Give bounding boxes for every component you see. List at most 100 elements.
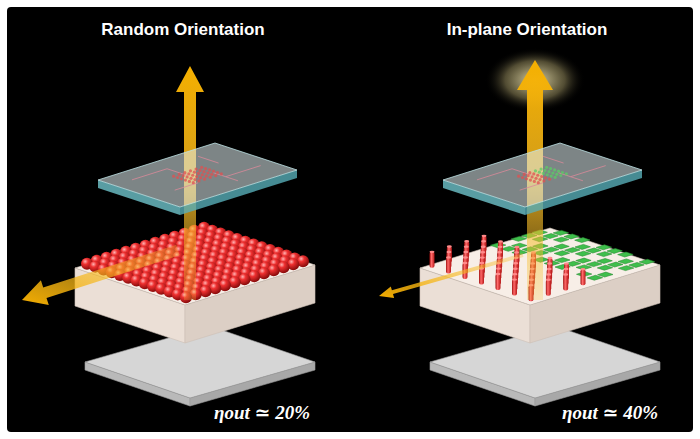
pixel-dot — [538, 171, 541, 174]
oriented-emitter — [446, 257, 451, 273]
oriented-emitter-top — [479, 262, 484, 264]
pixel-dot — [199, 176, 202, 179]
oriented-emitter-top — [513, 268, 518, 270]
oriented-emitter-tile — [597, 259, 612, 264]
oriented-emitter-tile — [544, 247, 559, 252]
pixel-dot — [561, 171, 564, 174]
oriented-emitter-tile — [629, 263, 644, 268]
pixel-dot — [205, 174, 208, 177]
oriented-emitter-tile — [596, 245, 611, 250]
pixel-dot — [547, 170, 550, 173]
waveguide-loss-arrow — [22, 245, 180, 305]
oriented-emitter-tile — [554, 244, 569, 249]
pixel-dot — [517, 175, 520, 178]
pixel-dot — [540, 175, 543, 178]
pixel-dot — [180, 177, 183, 180]
oriented-emitter-tile — [543, 234, 558, 239]
oriented-emitter-tile — [618, 266, 633, 271]
pixel-dot — [214, 174, 217, 177]
oriented-emitter-tile — [575, 238, 590, 243]
oriented-emitter-top — [564, 268, 569, 270]
pixel-dot — [532, 172, 535, 175]
pixel-dot — [529, 178, 532, 181]
pixel-dot — [194, 167, 197, 170]
pixel-dot — [538, 178, 541, 181]
oriented-emitter-top — [464, 240, 469, 242]
pixel-dot — [202, 170, 205, 173]
oriented-emitter-top — [546, 273, 551, 275]
oriented-emitter-tile — [553, 230, 568, 235]
pixel-dot — [212, 170, 215, 173]
oriented-emitter-tile — [618, 252, 633, 257]
pixel-line — [571, 166, 606, 177]
glass-top — [98, 143, 297, 207]
glass-substrate — [98, 143, 297, 215]
oriented-emitter-tile — [501, 246, 516, 251]
oriented-emitter-top — [546, 279, 551, 281]
pixel-dot — [198, 169, 201, 172]
pixel-dot — [546, 173, 549, 176]
pixel-dot — [197, 172, 200, 175]
oriented-emitter — [496, 274, 501, 290]
oriented-emitter-tile — [639, 259, 654, 264]
oriented-emitter-top — [548, 257, 553, 259]
pixel-dot — [555, 173, 558, 176]
pixel-dot — [182, 174, 185, 177]
pixel-dot — [204, 167, 207, 170]
pixel-dot — [195, 175, 198, 178]
oriented-emitter-top — [463, 256, 468, 258]
oriented-emitter-top — [498, 240, 503, 242]
oriented-emitter — [546, 280, 551, 296]
oriented-emitter — [563, 274, 568, 290]
pixel-line — [167, 169, 188, 176]
oriented-emitter — [581, 269, 586, 285]
pixel-dot — [193, 171, 196, 174]
pixel-line — [512, 169, 533, 176]
oriented-emitter-top — [515, 246, 520, 248]
pixel-dot — [189, 177, 192, 180]
oriented-emitter — [479, 269, 484, 285]
panel-heading: Random Orientation — [101, 20, 264, 40]
pixel-dot — [187, 172, 190, 175]
oriented-emitter-tile — [598, 272, 613, 277]
oriented-emitter-top — [512, 278, 517, 280]
oriented-emitter-top — [481, 240, 486, 242]
pixel-dot — [550, 174, 553, 177]
oriented-emitter-tile — [511, 236, 526, 241]
pixel-line — [132, 169, 167, 180]
pixel-dot — [553, 168, 556, 171]
oriented-emitter-top — [430, 251, 435, 253]
pixel-dot — [203, 178, 206, 181]
pixel-dot — [172, 175, 175, 178]
pixel-dot — [543, 169, 546, 172]
oriented-emitter-top — [480, 251, 485, 253]
pixel-dot — [554, 176, 557, 179]
oriented-emitter-tile — [564, 234, 579, 239]
oriented-emitter-tile — [575, 244, 590, 249]
oriented-emitter-tile — [565, 248, 580, 253]
oriented-emitter-tile — [597, 265, 612, 270]
oriented-emitter-top — [497, 251, 502, 253]
pixel-dot — [193, 178, 196, 181]
oriented-emitter-tile — [512, 243, 527, 248]
emission-layer-side — [530, 265, 660, 343]
oriented-emitter-tile — [576, 265, 591, 270]
oriented-emitter-tile — [587, 262, 602, 267]
pixel-dot — [186, 175, 189, 178]
oriented-emitter-tile — [555, 258, 570, 263]
pixel-dot — [191, 174, 194, 177]
pixel-dot — [189, 169, 192, 172]
oriented-emitter-top — [446, 256, 451, 258]
pixel-dot — [551, 171, 554, 174]
pixel-dot — [523, 173, 526, 176]
waveguide-loss-arrow — [379, 253, 524, 298]
pixel-dot — [178, 173, 181, 176]
oriented-emitter-tile — [554, 237, 569, 242]
pixel-dot — [525, 177, 528, 180]
emission-layer-side — [185, 265, 315, 343]
pixel-line — [477, 169, 512, 180]
pixel-dot — [201, 173, 204, 176]
pixel-dot — [545, 166, 548, 169]
